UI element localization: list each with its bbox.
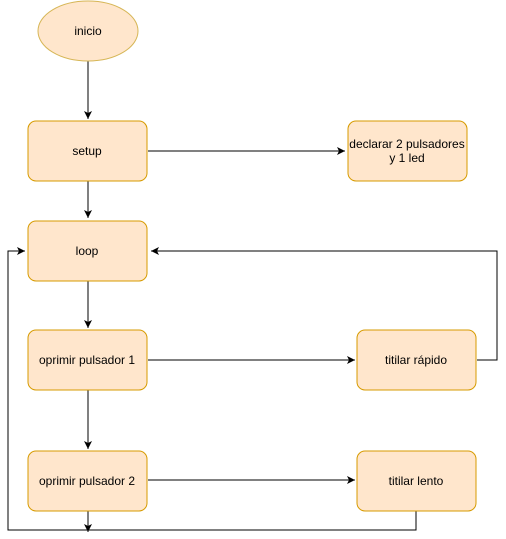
start-ellipse bbox=[37, 0, 139, 62]
box-setup bbox=[27, 120, 148, 182]
label-pulsador2: oprimir pulsador 2 bbox=[39, 474, 135, 488]
box-pulsador1 bbox=[27, 329, 148, 391]
label-titilar-lento: titilar lento bbox=[389, 474, 444, 488]
label-inicio: inicio bbox=[74, 24, 102, 38]
label-setup: setup bbox=[72, 144, 102, 158]
edges bbox=[7, 60, 498, 532]
label-declarar-line2: y 1 led bbox=[389, 151, 424, 165]
label-loop: loop bbox=[76, 244, 99, 258]
node-titilar-lento: titilar lento bbox=[356, 450, 477, 512]
box-loop bbox=[27, 220, 148, 282]
node-pulsador2: oprimir pulsador 2 bbox=[27, 450, 148, 512]
edge-rapido-loop bbox=[151, 247, 498, 361]
label-declarar-line1: declarar 2 pulsadores bbox=[349, 137, 464, 151]
box-declarar bbox=[347, 120, 468, 182]
node-titilar-rapido: titilar rápido bbox=[356, 329, 477, 391]
node-declarar: declarar 2 pulsadores y 1 led bbox=[347, 120, 468, 182]
box-titilar-lento bbox=[356, 450, 477, 512]
node-inicio: inicio bbox=[37, 0, 139, 62]
node-pulsador1: oprimir pulsador 1 bbox=[27, 329, 148, 391]
node-setup: setup bbox=[27, 120, 148, 182]
node-loop: loop bbox=[27, 220, 148, 282]
box-titilar-rapido bbox=[356, 329, 477, 391]
label-titilar-rapido: titilar rápido bbox=[385, 353, 447, 367]
edge-lento-loop bbox=[7, 247, 417, 531]
label-pulsador1: oprimir pulsador 1 bbox=[39, 353, 135, 367]
box-pulsador2 bbox=[27, 450, 148, 512]
